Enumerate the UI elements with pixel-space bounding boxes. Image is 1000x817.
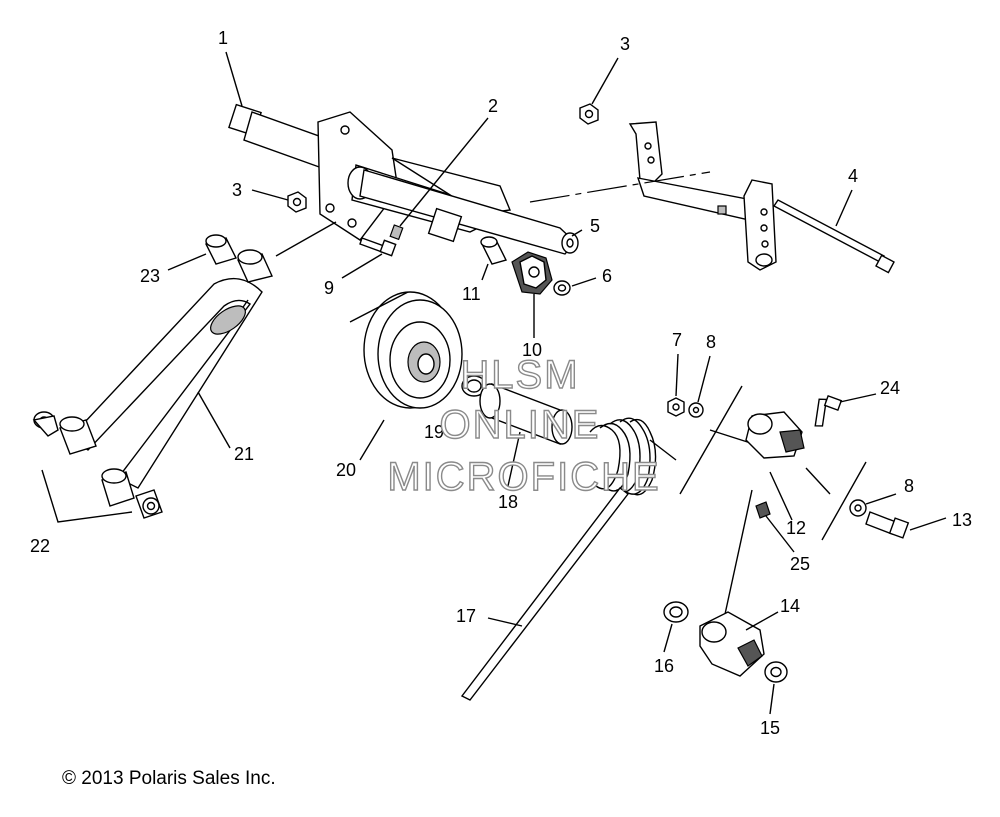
washer-8-upper [688,402,704,418]
bushing-22-c [101,468,135,507]
rear-bracket [628,121,777,271]
bolt-24 [814,395,843,427]
watermark-line-2: ONLINE [440,403,601,447]
callout-3-left: 3 [232,180,242,200]
bolt-9 [359,237,397,257]
o-ring [461,375,487,397]
callout-8-upper: 8 [706,332,716,352]
bushing-22-b [59,416,97,455]
bushing-22-a [32,411,59,437]
callout-13: 13 [952,510,972,530]
bushing-11 [480,236,508,265]
callout-21: 21 [234,444,254,464]
bushing-23-b [237,249,273,283]
leader-13 [909,517,947,531]
leader-5 [571,229,583,237]
callout-17: 17 [456,606,476,626]
bolt-13 [865,511,910,539]
callout-1: 1 [218,28,228,48]
leader-18 [507,431,521,487]
leader-17 [487,617,523,627]
leader-20 [359,419,385,461]
leader-1 [225,51,243,107]
callout-12: 12 [786,518,806,538]
scissor-arm-frame [68,277,263,489]
leader-23 [167,253,207,271]
bushing-16 [663,601,689,623]
callout-24: 24 [880,378,900,398]
axis-line-13 [821,461,867,541]
nut-upper [579,103,599,125]
callout-14: 14 [780,596,800,616]
axis-line-lower [721,489,753,629]
callout-16: 16 [654,656,674,676]
leader-22 [41,469,133,523]
axis-line-2 [649,439,677,461]
leader-12 [769,471,793,521]
grease-fitting [389,224,404,241]
leader-21 [197,391,231,449]
leader-23-b [275,221,337,257]
nut-left [287,191,307,213]
callout-19: 19 [424,422,444,442]
callout-22: 22 [30,536,50,556]
spring-pin [755,501,771,519]
leader-14 [745,611,779,631]
idler-wheel [363,291,463,409]
leader-25 [765,515,795,553]
copyright-notice: © 2013 Polaris Sales Inc. [62,768,276,789]
callout-23: 23 [140,266,160,286]
leader-7 [675,353,679,397]
callout-2: 2 [488,96,498,116]
callout-3-upper: 3 [620,34,630,54]
leader-8-upper [697,355,711,403]
front-arm-shaft [228,103,579,255]
axis-line-12 [805,467,831,495]
callout-20: 20 [336,460,356,480]
callout-7: 7 [672,330,682,350]
bushing-23-a [205,234,237,265]
bushing-22-d [135,489,163,519]
leader-3-left [251,189,289,201]
callout-4: 4 [848,166,858,186]
pivot-block-upper [745,411,805,459]
callout-18: 18 [498,492,518,512]
pivot-block-lower [699,611,765,677]
leader-16 [663,623,673,653]
leader-4 [835,189,853,227]
sleeve-18 [479,382,573,446]
callout-11: 11 [462,284,481,304]
leader-6 [571,277,597,287]
callout-9: 9 [324,278,334,298]
callout-8-lower: 8 [904,476,914,496]
callout-5: 5 [590,216,600,236]
leader-8-lower [865,493,897,505]
centerline-shaft [529,171,711,203]
leader-20-top [349,291,409,323]
leader-2 [399,117,489,227]
watermark-line-1: HLSM [460,353,579,397]
washer-6 [553,280,571,296]
leader-3-upper [591,57,619,105]
watermark-line-3: MICROFICHE [387,455,660,499]
spring-axis-line [679,385,743,495]
leader-15 [769,683,775,715]
bushing-15 [764,661,788,683]
callout-25: 25 [790,554,810,574]
nut-7 [667,397,685,417]
leader-9 [341,253,383,279]
torsion-spring [460,417,657,701]
wheel-hub-block [511,251,553,295]
watermark: HLSM ONLINE MICROFICHE [387,352,660,499]
long-bolt [772,199,895,274]
washer-8-lower [849,499,867,517]
callout-15: 15 [760,718,780,738]
callout-6: 6 [602,266,612,286]
leader-24 [839,393,877,403]
callout-10: 10 [522,340,542,360]
leader-11 [481,263,489,281]
